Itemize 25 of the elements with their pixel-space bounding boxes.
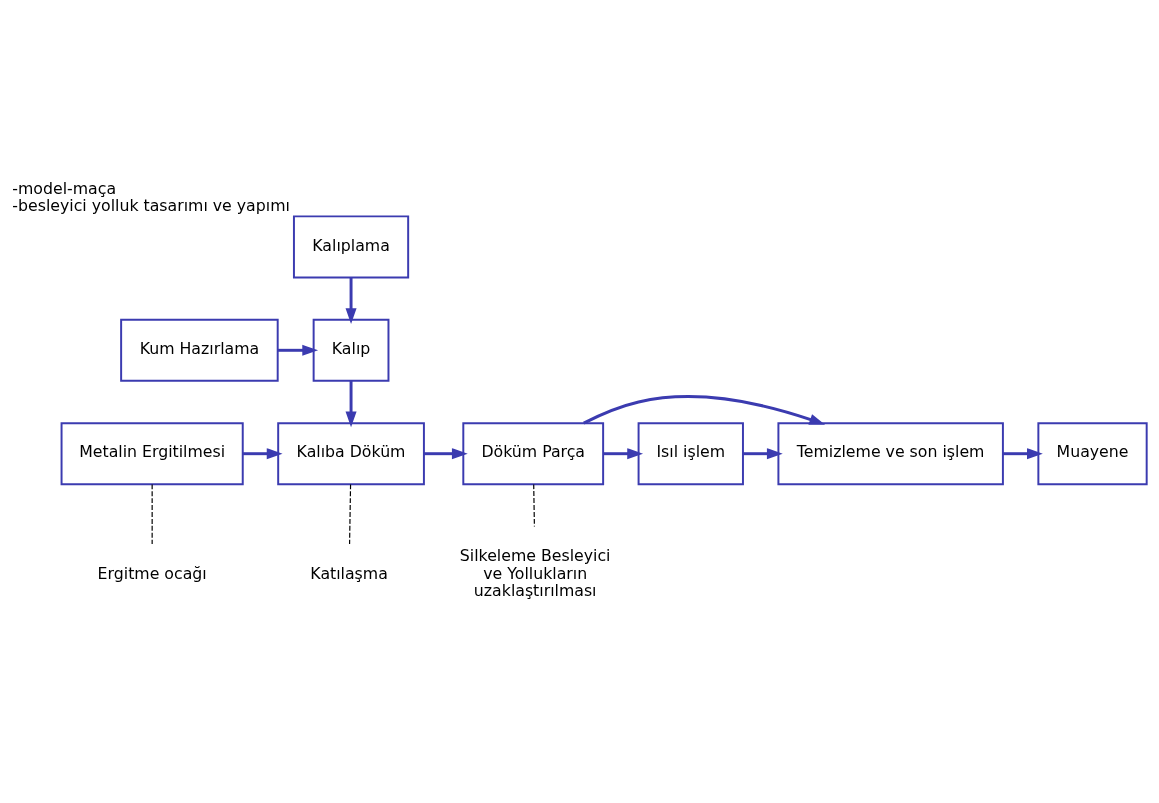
node-box: Döküm Parça — [462, 421, 605, 485]
node-text: Katılaşma — [310, 563, 388, 583]
arrow — [583, 394, 826, 425]
arrow — [345, 380, 357, 427]
connector — [533, 483, 535, 527]
node-text: Ergitme ocağı — [97, 563, 207, 583]
node-box: Kalıp — [312, 318, 390, 382]
node-box: Muayene — [1037, 421, 1148, 485]
node-text: Silkeleme Besleyici ve Yollukların uzaklaştırılması — [459, 545, 611, 600]
arrow — [243, 447, 283, 459]
connector — [349, 483, 352, 545]
node-box: Kum Hazırlama — [120, 318, 279, 382]
arrow — [603, 447, 643, 459]
node-label: -model-maça — [12, 178, 117, 198]
arrow — [277, 344, 319, 356]
node-box: Kalıplama — [292, 214, 410, 278]
node-box: Isıl işlem — [637, 421, 744, 485]
connector — [151, 483, 153, 545]
node-box: Metalin Ergitilmesi — [60, 421, 244, 485]
node-box: Kalıba Döküm — [277, 421, 425, 485]
arrow — [424, 447, 468, 459]
arrow — [345, 277, 357, 324]
arrow — [743, 447, 783, 459]
arrow — [1003, 447, 1043, 459]
node-box: Temizleme ve son işlem — [777, 421, 1004, 485]
